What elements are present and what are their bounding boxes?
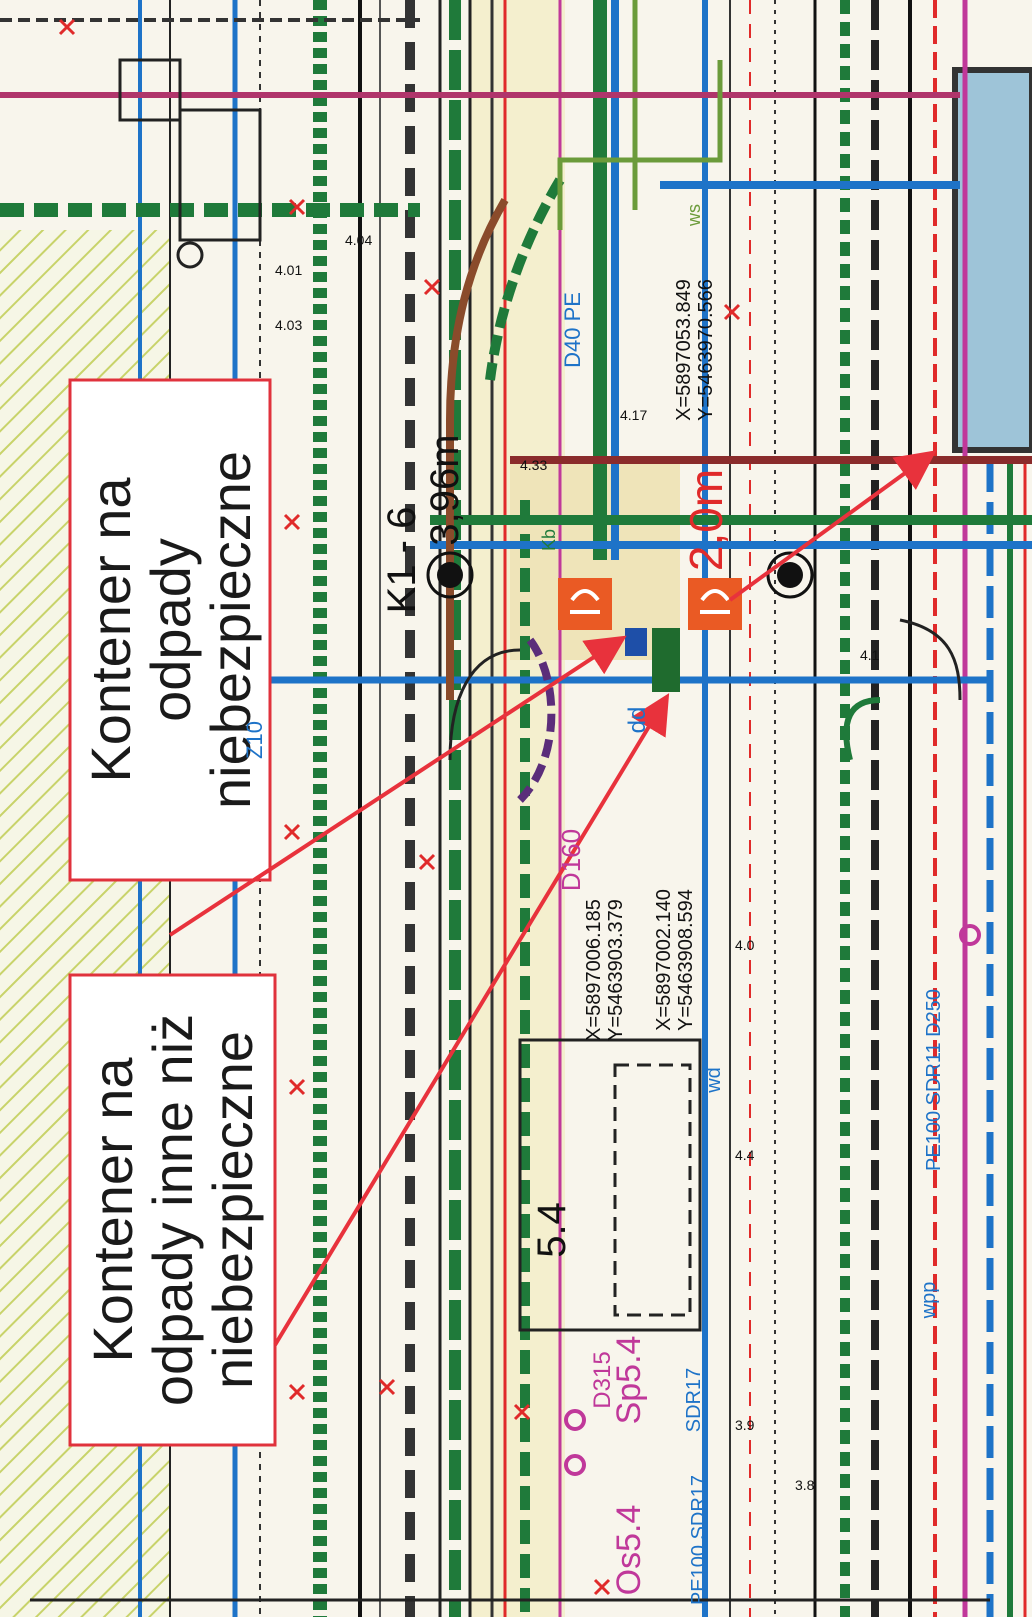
elevation-label: 4.33 [520,457,547,473]
elevation-label: 4.03 [275,317,302,333]
depth-label: 3,96m [423,434,467,545]
pipe-label: D40 PE [560,292,585,368]
width-label: 2,0m [680,469,732,571]
survey-markers [58,18,741,1596]
elevation-label: 4.4 [735,1147,755,1163]
pipe-label: SDR17 [683,1368,705,1432]
manhole-label: K1 - 6 [380,507,424,614]
pipe-label: D315 [589,1351,616,1408]
elevation-label: 3.8 [795,1477,815,1493]
utility-lines [138,0,1027,1617]
pipe-label: ws [684,204,704,227]
fire-sign-icon [558,578,612,630]
pipe-label: Kb [539,529,559,551]
callout-line: Kontener na [79,477,142,783]
elevation-label: 4.04 [345,232,372,248]
map-labels: K1 - 6 3,96m 2,0m 5.4 X=5897053.849 Y=54… [242,204,945,1605]
callout-line: odpady inne niż [141,1014,204,1406]
coordinate-label: X=5897006.185 [583,899,605,1041]
pipe-label: PE100 SDR11 D250 [923,989,945,1171]
elevation-label: 4.01 [275,262,302,278]
pipe-label: Z10 [242,721,267,759]
callout-arrows [168,450,937,1347]
callout-line: Kontener na [81,1057,144,1363]
coordinate-label: X=5897002.140 [653,889,675,1031]
callout-line: niebezpieczne [201,1031,264,1389]
elevation-label: 3.9 [735,1417,755,1433]
pipe-label: dd [624,707,651,734]
coordinate-label: Y=5463903.379 [605,899,627,1041]
hazardous-container [625,628,647,656]
fire-sign-icon [688,578,742,630]
elevation-label: 4.1 [860,647,880,663]
callout-line: odpady [139,538,202,722]
pipe-label: wd [703,1067,725,1094]
non-hazardous-container [652,628,680,692]
coordinate-label: X=5897053.849 [673,279,695,421]
hatched-area-top [0,230,90,320]
callout-line: niebezpieczne [199,451,262,809]
water-basin [952,67,1032,453]
site-structures [118,58,702,1332]
coordinate-label: Y=5463970.566 [695,279,717,421]
curved-pipes [446,60,962,803]
pipe-label: Sp5.4 [610,1336,648,1425]
plot-label: 5.4 [530,1202,574,1258]
pipe-label: D160 [556,829,586,891]
coordinate-label: Y=5463908.594 [675,889,697,1031]
manholes [176,241,981,1476]
pipe-label: Os5.4 [610,1505,648,1596]
cross-lines [0,18,1032,1602]
pipe-label: wpp [918,1282,940,1320]
callout-hazardous: Kontener na odpady niebezpieczne [68,378,272,882]
container-signs [558,578,742,692]
pipe-label: PE100 SDR17 [688,1475,710,1605]
elevation-label: 4.0 [735,937,755,953]
elevation-label: 4.17 [620,407,647,423]
callout-non-hazardous: Kontener na odpady inne niż niebezpieczn… [68,973,277,1447]
